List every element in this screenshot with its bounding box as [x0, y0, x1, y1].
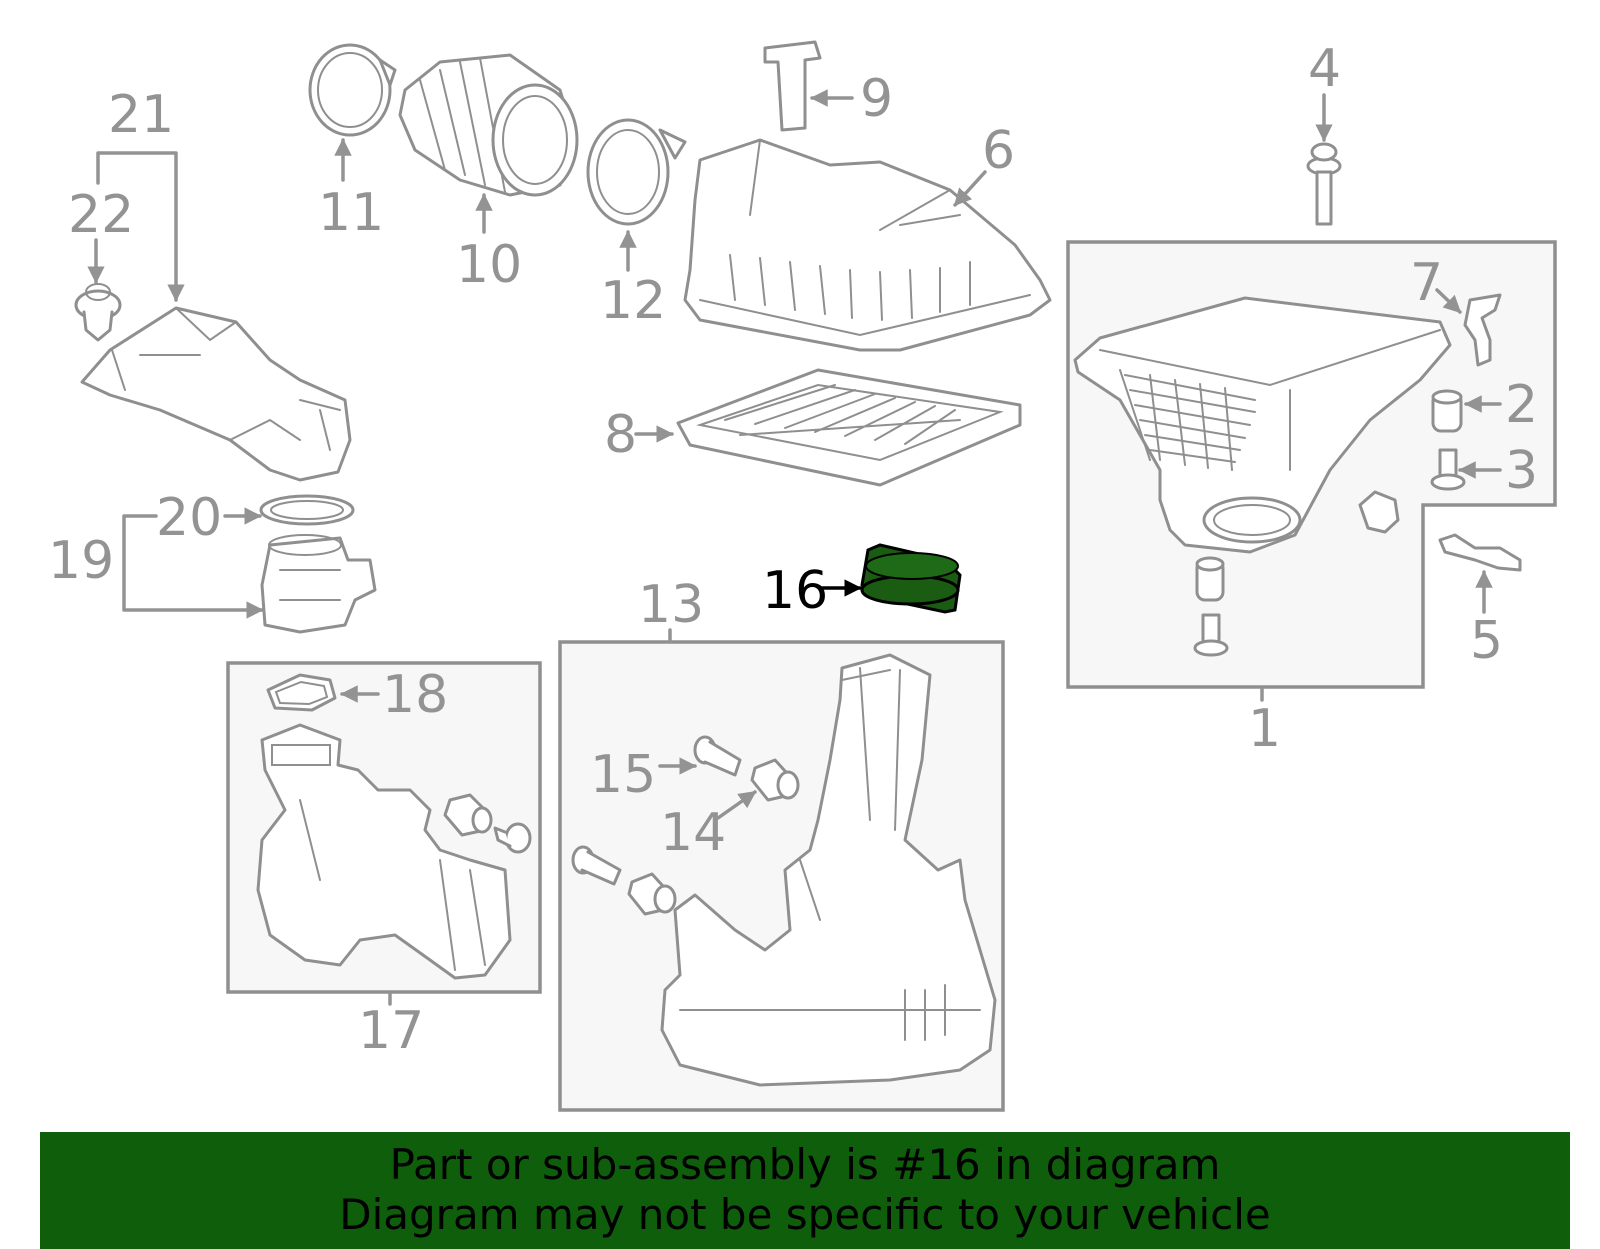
part-10-intake-bellows[interactable] [398, 53, 579, 197]
part-7-clip[interactable] [1463, 293, 1502, 367]
callout-6-label: 6 [982, 121, 1015, 181]
callout-19-label: 19 [48, 531, 114, 591]
callout-10-label: 10 [456, 235, 522, 295]
part-22-clip[interactable] [74, 283, 122, 342]
part-3-collar[interactable] [1430, 448, 1466, 491]
part-4-bolt[interactable] [1306, 142, 1342, 226]
part-13-intake-duct[interactable] [660, 653, 997, 1087]
part-20-seal[interactable] [259, 494, 355, 526]
callout-16-label: 16 [762, 561, 828, 621]
callout-18-label: 18 [382, 665, 448, 725]
callout-5-label: 5 [1470, 611, 1503, 671]
part-11-clamp[interactable] [308, 43, 397, 137]
part-14-grommet[interactable] [627, 758, 800, 916]
banner-line-2: Diagram may not be specific to your vehi… [339, 1190, 1271, 1239]
callout-20-label: 20 [156, 488, 222, 548]
callout-6-arrow [953, 170, 987, 207]
part-12-clamp[interactable] [586, 118, 687, 226]
callout-7-label: 7 [1410, 253, 1443, 313]
part-2-grommet[interactable] [1431, 389, 1463, 433]
part-1-grommets[interactable] [1193, 490, 1400, 657]
callout-7-arrow [1435, 288, 1462, 314]
callout-21-bracket [96, 151, 185, 302]
callout-21-label: 21 [108, 85, 174, 145]
callout-14-arrow [716, 790, 757, 820]
part-1-lower-air-box[interactable] [1073, 296, 1452, 554]
part-6-upper-cover[interactable] [683, 138, 1052, 352]
part-17-small-parts[interactable] [443, 793, 532, 854]
part-15-bolt[interactable] [571, 735, 742, 886]
callout-15-label: 15 [590, 745, 656, 805]
callout-14-label: 14 [660, 803, 726, 863]
callout-19-bracket [122, 514, 264, 619]
callout-8-label: 8 [604, 405, 637, 465]
part-19-duct[interactable] [260, 534, 377, 634]
callout-9-label: 9 [860, 69, 893, 129]
callout-3-label: 3 [1505, 441, 1538, 501]
callout-1-label: 1 [1248, 699, 1281, 759]
part-5-bracket[interactable] [1438, 533, 1522, 572]
banner-line-1: Part or sub-assembly is #16 in diagram [389, 1140, 1221, 1189]
part-9-sensor[interactable] [763, 40, 822, 132]
callout-4-label: 4 [1308, 39, 1341, 99]
part-8-air-filter[interactable] [676, 368, 1022, 487]
callout-2-label: 2 [1505, 375, 1538, 435]
callout-11-label: 11 [318, 183, 384, 243]
callout-13-label: 13 [638, 575, 704, 635]
callout-22-label: 22 [68, 185, 134, 245]
part-21-air-guide[interactable] [80, 306, 352, 482]
part-16-highlighted-seal[interactable] [860, 543, 962, 614]
info-banner: Part or sub-assembly is #16 in diagram D… [40, 1132, 1570, 1249]
callout-12-label: 12 [600, 271, 666, 331]
part-17-inlet-duct[interactable] [256, 723, 512, 980]
part-18-gasket[interactable] [266, 673, 337, 712]
callout-17-label: 17 [358, 1001, 424, 1061]
